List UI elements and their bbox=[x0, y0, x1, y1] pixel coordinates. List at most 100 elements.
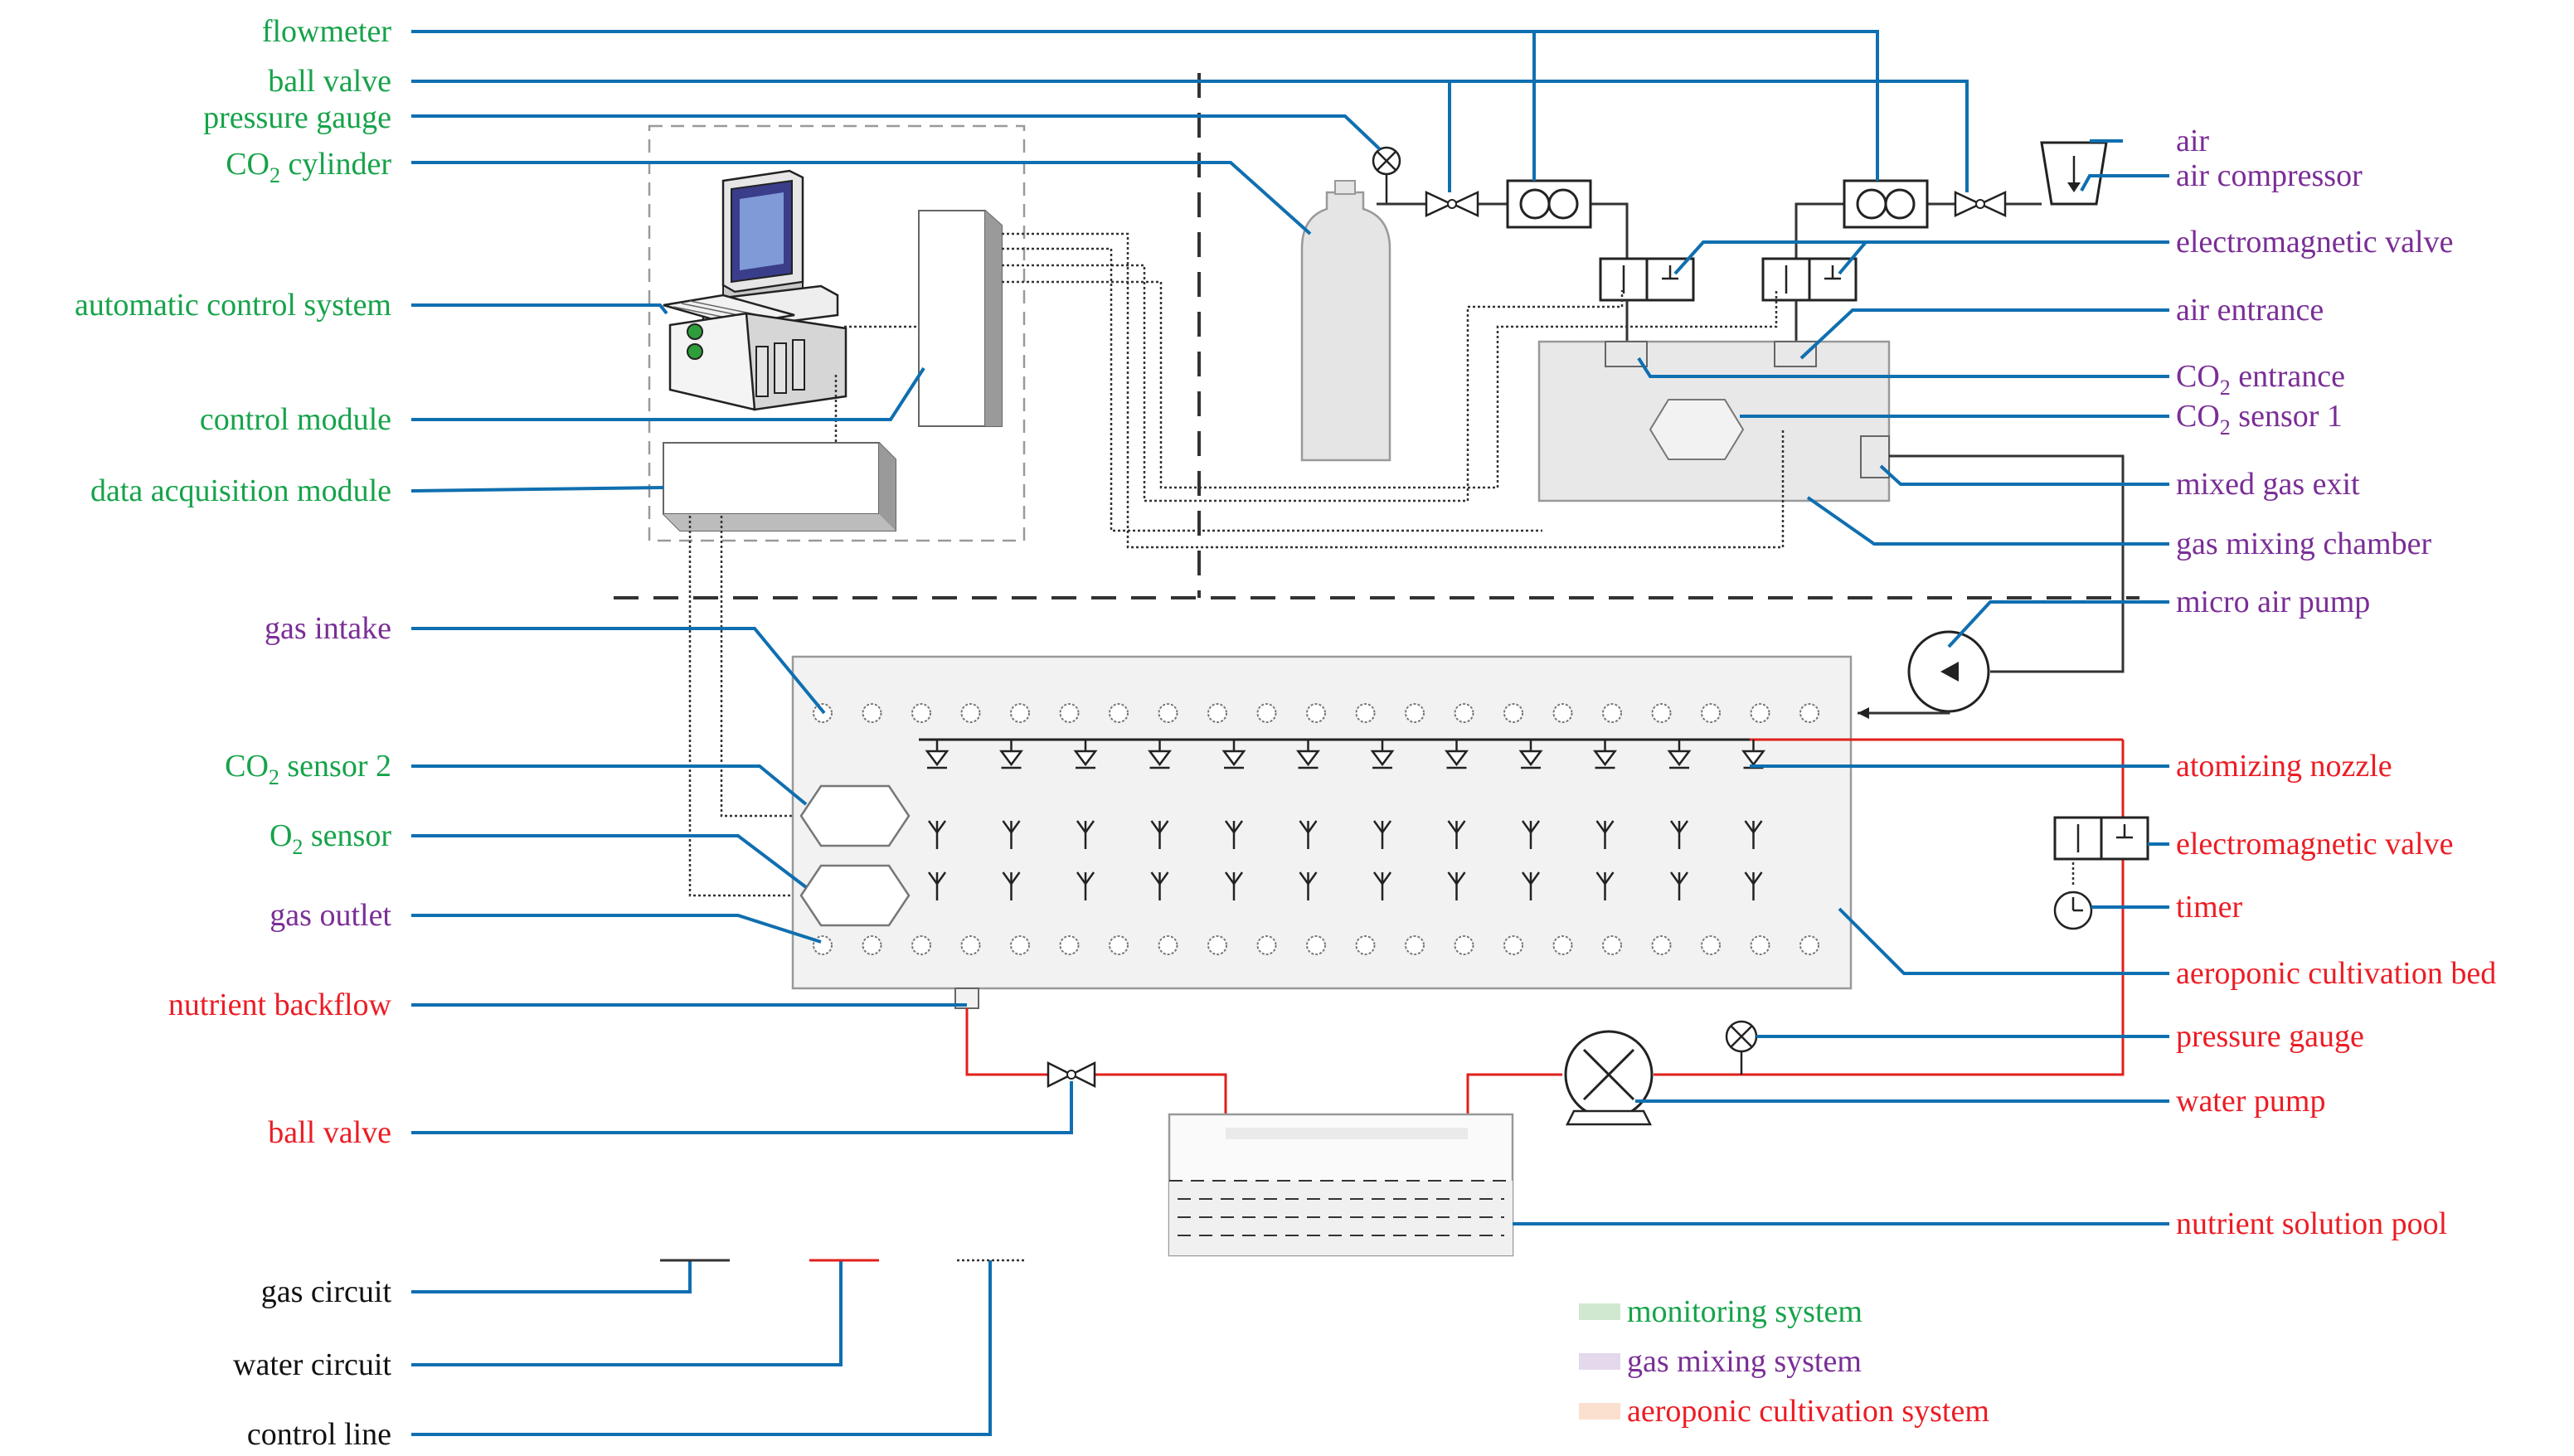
gas-hole bbox=[1701, 935, 1721, 955]
gas-pipe-to-bed bbox=[1858, 711, 1950, 715]
gas-hole bbox=[911, 703, 931, 723]
pressure-gauge-top-icon bbox=[1372, 146, 1401, 204]
gas-hole bbox=[1109, 703, 1129, 723]
label-co2-cylinder: CO2 cylinder bbox=[226, 147, 391, 187]
plant-root-icon bbox=[1224, 820, 1244, 849]
gas-hole bbox=[1454, 703, 1474, 723]
control-module-box bbox=[918, 210, 1003, 427]
label-nutrient-pool: nutrient solution pool bbox=[2176, 1206, 2447, 1241]
gas-hole bbox=[1256, 935, 1277, 955]
gas-pipe-into-chamber bbox=[1625, 300, 1798, 342]
legend-swatch-monitoring bbox=[1579, 1303, 1620, 1320]
gas-hole bbox=[1059, 935, 1080, 955]
label-flowmeter: flowmeter bbox=[262, 14, 392, 49]
plant-root-icon bbox=[927, 820, 947, 849]
plant-root-icon bbox=[927, 871, 947, 900]
plant-root-icon bbox=[1447, 871, 1466, 900]
atomizing-nozzle-icon bbox=[925, 740, 949, 769]
atomizing-nozzle-icon bbox=[1593, 740, 1617, 769]
legend-water-circuit: water circuit bbox=[233, 1347, 391, 1382]
atomizing-nozzle-icon bbox=[1445, 740, 1469, 769]
legend-gas-circuit: gas circuit bbox=[261, 1274, 392, 1309]
label-pressure-gauge-top: pressure gauge bbox=[203, 100, 391, 135]
legend-gas-mixing-system: gas mixing system bbox=[1627, 1344, 1862, 1379]
gas-hole bbox=[960, 703, 981, 723]
nutrient-pool-box bbox=[1168, 1113, 1514, 1257]
gas-hole bbox=[1651, 935, 1672, 955]
atomizing-nozzle-icon bbox=[1667, 740, 1692, 769]
label-air-entrance: air entrance bbox=[2176, 293, 2324, 328]
gas-hole bbox=[1750, 935, 1770, 955]
gas-intake-holes bbox=[813, 703, 1819, 723]
gas-hole bbox=[1059, 703, 1080, 723]
label-o2-sensor: O2 sensor bbox=[270, 818, 391, 859]
label-control-module: control module bbox=[200, 402, 391, 437]
gas-hole bbox=[1799, 703, 1819, 723]
ball-valve-bottom-icon bbox=[1047, 1060, 1096, 1089]
gas-hole bbox=[1256, 703, 1277, 723]
gas-hole bbox=[1207, 703, 1227, 723]
label-water-pump: water pump bbox=[2176, 1084, 2325, 1119]
gas-hole bbox=[1651, 703, 1672, 723]
co2-sensor-2-icon bbox=[799, 784, 911, 847]
label-micro-air-pump: micro air pump bbox=[2176, 585, 2370, 619]
flowmeter-2-icon bbox=[1843, 179, 1929, 229]
label-gas-intake: gas intake bbox=[265, 611, 391, 646]
o2-sensor-icon bbox=[799, 864, 911, 927]
gas-hole bbox=[1306, 703, 1326, 723]
gas-hole bbox=[862, 703, 882, 723]
label-em-valve-bottom: electromagnetic valve bbox=[2176, 827, 2453, 861]
atomizing-nozzle-icon bbox=[1296, 740, 1320, 769]
gas-hole bbox=[960, 935, 981, 955]
plant-root-icon bbox=[1076, 871, 1095, 900]
data-acquisition-box bbox=[663, 442, 896, 531]
gas-mixing-chamber-box bbox=[1537, 340, 1891, 502]
gas-outlet-holes bbox=[813, 935, 1819, 955]
gas-hole bbox=[1503, 935, 1523, 955]
gas-hole bbox=[1750, 703, 1770, 723]
plant-root-icon bbox=[1521, 820, 1541, 849]
control-line-4 bbox=[1002, 280, 1778, 489]
ball-valve-top-icon bbox=[1425, 191, 1479, 217]
legend-swatch-gas-mixing bbox=[1579, 1353, 1620, 1370]
gas-hole bbox=[1405, 703, 1425, 723]
micro-air-pump-icon bbox=[1907, 630, 1990, 713]
legend-aeroponic-system: aeroponic cultivation system bbox=[1627, 1394, 1989, 1429]
plant-root-icon bbox=[1744, 820, 1763, 849]
label-mixed-gas-exit: mixed gas exit bbox=[2176, 467, 2360, 502]
label-gas-outlet: gas outlet bbox=[270, 898, 391, 933]
label-co2-entrance: CO2 entrance bbox=[2176, 359, 2345, 400]
gas-hole bbox=[1602, 935, 1622, 955]
atomizing-nozzles bbox=[925, 740, 1765, 769]
label-aeroponic-bed: aeroponic cultivation bed bbox=[2176, 956, 2496, 991]
label-em-valve-top: electromagnetic valve bbox=[2176, 225, 2453, 260]
plant-root-icon bbox=[1447, 820, 1466, 849]
label-pressure-gauge-bottom: pressure gauge bbox=[2176, 1019, 2364, 1054]
atomizing-nozzle-icon bbox=[1518, 740, 1543, 769]
gas-pipe-co2 bbox=[1377, 202, 1629, 279]
atomizing-nozzle-icon bbox=[999, 740, 1023, 769]
co2-cylinder-icon bbox=[1300, 180, 1391, 462]
label-data-acquisition: data acquisition module bbox=[90, 473, 391, 508]
control-line-3 bbox=[1002, 264, 1624, 502]
atomizing-nozzle-icon bbox=[1073, 740, 1098, 769]
plant-root-icon bbox=[1669, 871, 1689, 900]
gas-hole bbox=[1207, 935, 1227, 955]
gas-hole bbox=[1602, 703, 1622, 723]
plant-root-icon bbox=[1521, 871, 1541, 900]
gas-hole bbox=[1355, 935, 1376, 955]
gas-pipe-air bbox=[1795, 202, 2042, 279]
legend-control-line: control line bbox=[247, 1417, 391, 1452]
label-timer: timer bbox=[2176, 890, 2243, 925]
plant-root-icon bbox=[1595, 871, 1615, 900]
gas-hole bbox=[1454, 935, 1474, 955]
pressure-gauge-bottom-icon bbox=[1725, 1020, 1758, 1053]
gas-hole bbox=[1306, 935, 1326, 955]
control-line-o2 bbox=[688, 516, 806, 897]
legend-swatch-aeroponic bbox=[1579, 1403, 1620, 1420]
gas-hole bbox=[1799, 935, 1819, 955]
label-air: air bbox=[2176, 124, 2209, 158]
em-valve-water-icon bbox=[2053, 816, 2149, 861]
gas-hole bbox=[1701, 703, 1721, 723]
timer-icon bbox=[2053, 891, 2093, 930]
